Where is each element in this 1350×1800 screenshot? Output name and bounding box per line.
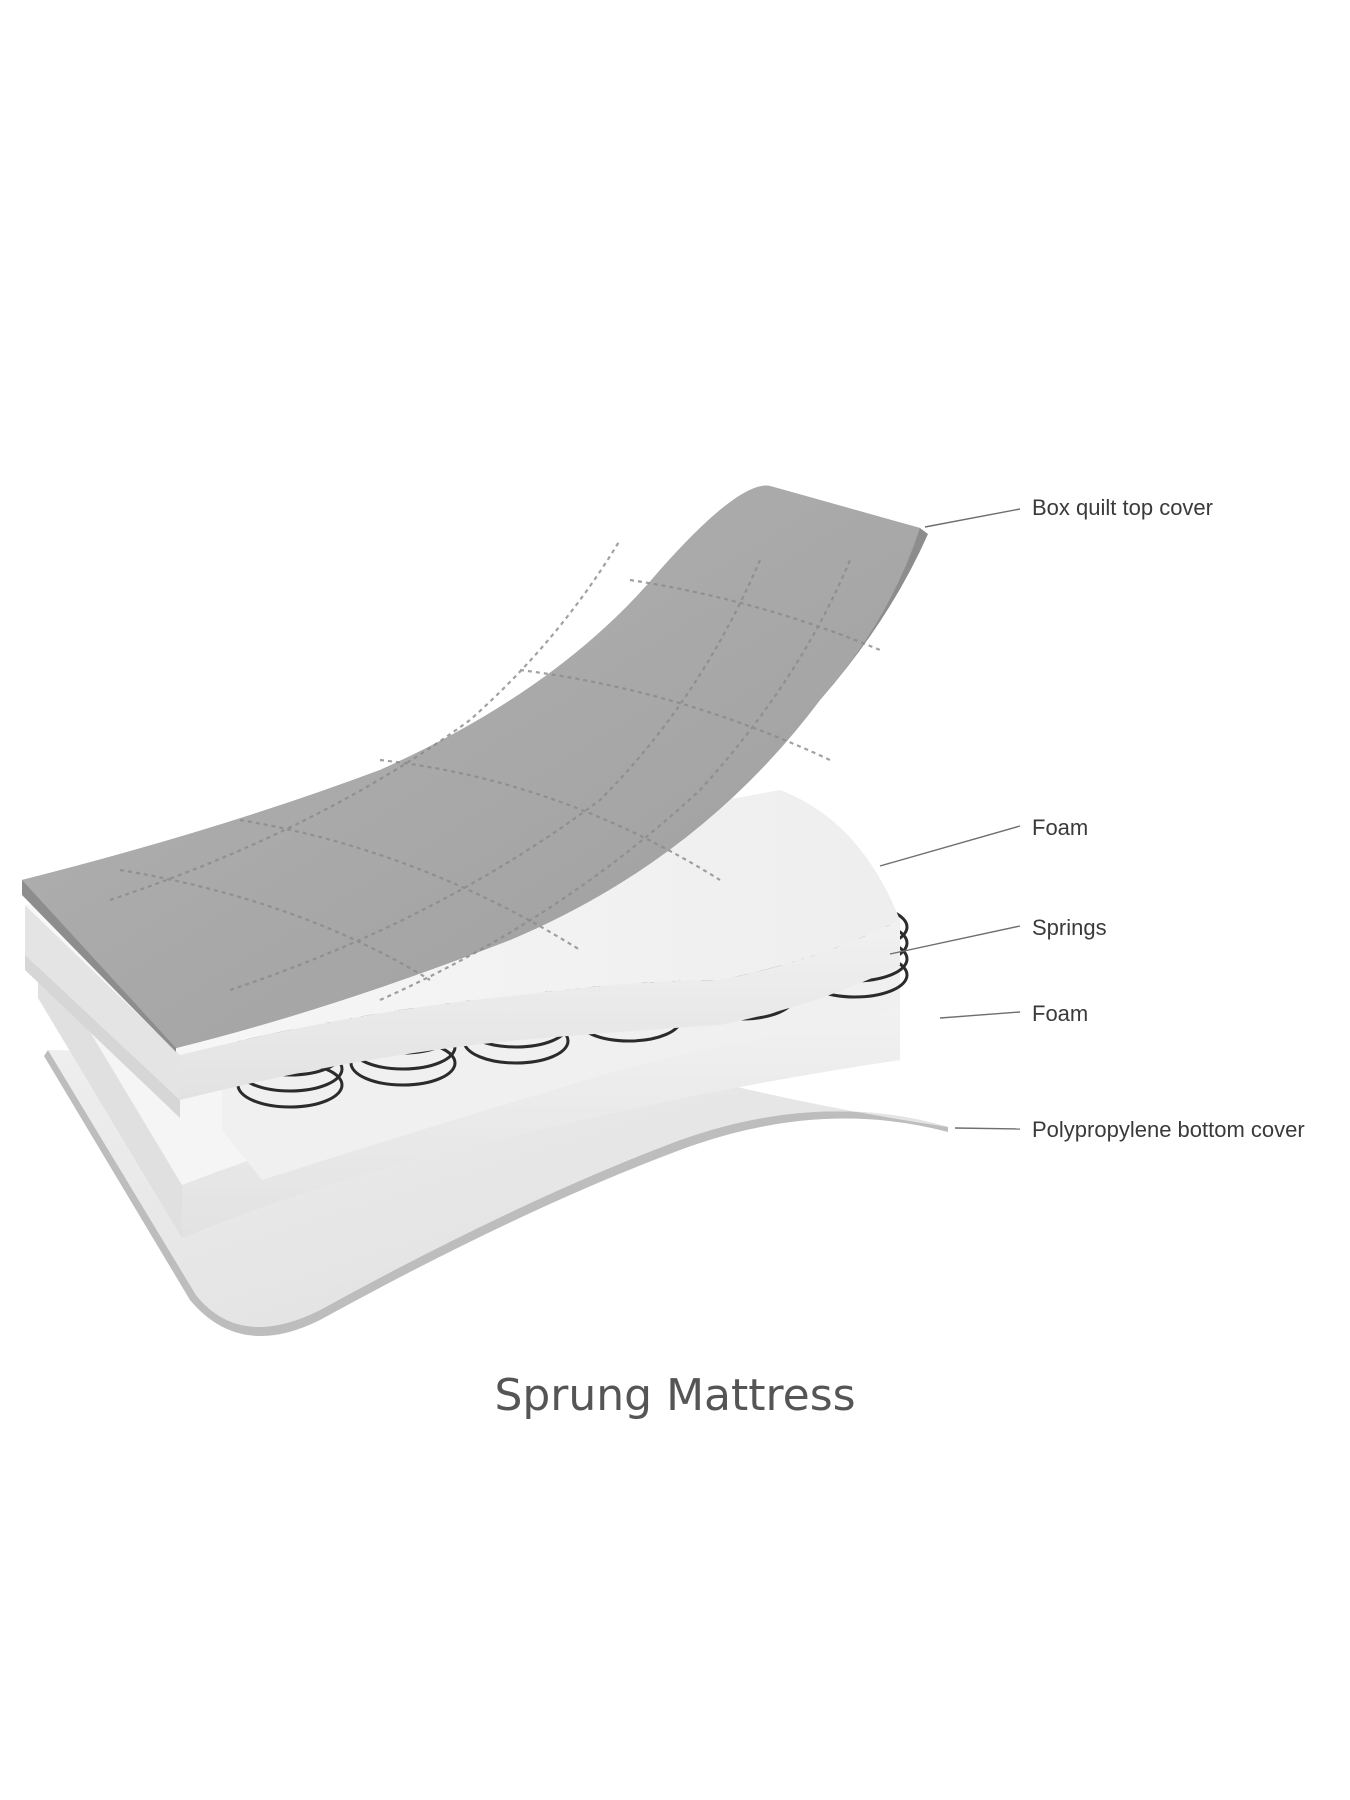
label-foam-upper: Foam	[1032, 815, 1088, 840]
top-cover-sheet	[22, 485, 928, 1052]
leader-foam-upper	[879, 825, 1021, 867]
leader-foam-lower	[939, 1011, 1021, 1019]
label-springs: Springs	[1032, 915, 1107, 940]
diagram-caption: Sprung Mattress	[494, 1370, 855, 1421]
label-top-cover: Box quilt top cover	[1032, 495, 1213, 520]
label-bottom-cover: Polypropylene bottom cover	[1032, 1117, 1305, 1142]
leader-top-cover	[924, 508, 1021, 528]
leader-bottom-cover	[954, 1127, 1021, 1130]
label-foam-lower: Foam	[1032, 1001, 1088, 1026]
leader-springs	[889, 925, 1021, 955]
